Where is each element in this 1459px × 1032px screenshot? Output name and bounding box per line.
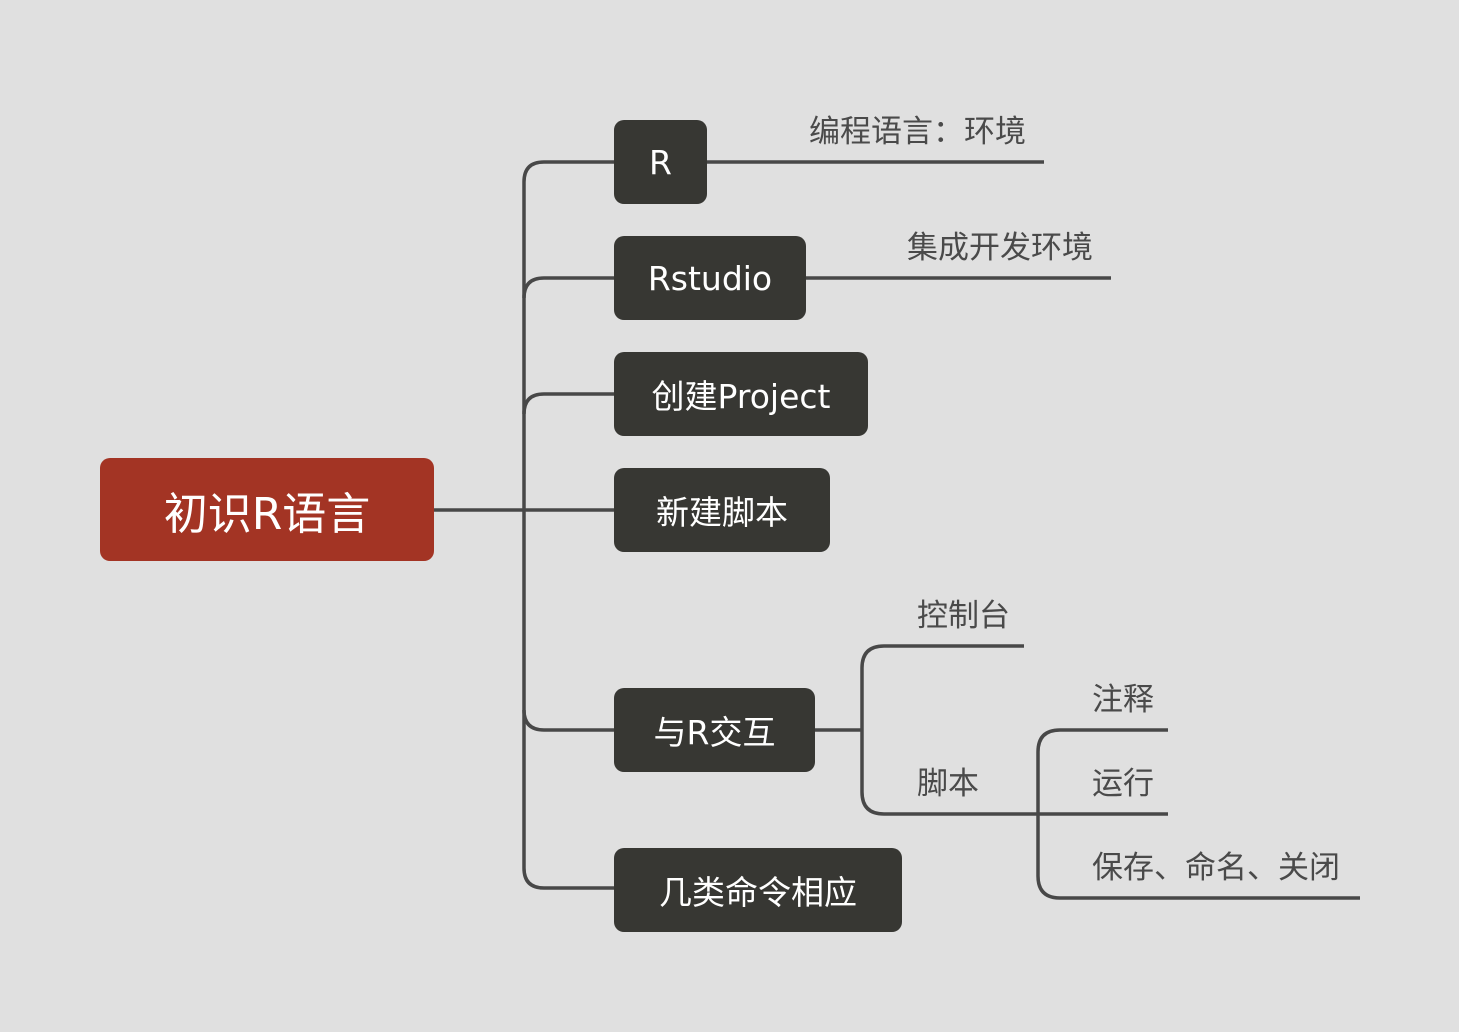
connector-r — [522, 160, 614, 183]
root-node[interactable]: 初识R语言 — [100, 458, 434, 561]
label-comment[interactable]: 注释 — [1092, 682, 1154, 718]
connector-script — [860, 730, 1038, 816]
node-rstudio[interactable]: Rstudio — [614, 236, 806, 320]
node-new-script[interactable]: 新建脚本 — [614, 468, 830, 552]
label-console[interactable]: 控制台 — [917, 598, 1010, 634]
label-save-name-close[interactable]: 保存、命名、关闭 — [1092, 850, 1340, 886]
connector-comment — [1036, 728, 1168, 753]
node-create-project[interactable]: 创建Project — [614, 352, 868, 436]
node-command-types[interactable]: 几类命令相应 — [614, 848, 902, 932]
label-rstudio-note[interactable]: 集成开发环境 — [907, 230, 1093, 266]
connector-rstudio — [522, 276, 614, 299]
node-interact-with-r[interactable]: 与R交互 — [614, 688, 815, 772]
connector-save — [1036, 875, 1360, 900]
connector-interact — [522, 709, 614, 732]
node-r[interactable]: R — [614, 120, 707, 204]
connector-console — [860, 644, 1024, 730]
connector-commands — [522, 867, 614, 890]
label-run[interactable]: 运行 — [1092, 766, 1154, 802]
label-script[interactable]: 脚本 — [917, 766, 979, 802]
label-r-note[interactable]: 编程语言：环境 — [809, 114, 1026, 150]
connector-project — [522, 392, 614, 415]
